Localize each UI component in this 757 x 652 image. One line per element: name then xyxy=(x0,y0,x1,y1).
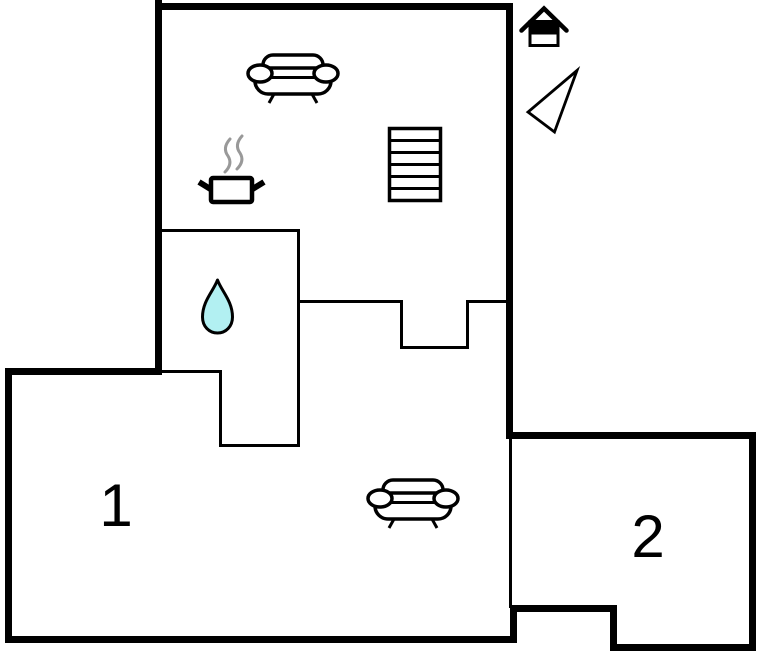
pot-body xyxy=(208,175,255,205)
cooking-pot-icon xyxy=(197,134,266,205)
wall-entry-step-vertical xyxy=(510,605,517,643)
wall-right-main xyxy=(506,3,513,439)
wall-room1-left xyxy=(5,368,12,643)
wall-room2-left-thin xyxy=(509,439,512,608)
room-1-label: 1 xyxy=(99,472,132,539)
north-arrow-icon xyxy=(525,66,581,135)
wall-kitchen-step-horizontal xyxy=(162,370,222,373)
wall-top xyxy=(155,3,513,10)
house-roof xyxy=(519,5,569,33)
steam-line-left xyxy=(223,137,232,174)
wall-entry-notch-top xyxy=(510,605,617,612)
house-icon xyxy=(519,5,569,47)
wall-kitchen-step-vertical xyxy=(219,370,222,447)
wall-room2-bottom xyxy=(610,644,756,651)
wall-kitchen-top xyxy=(162,229,300,232)
sofa-icon xyxy=(246,53,340,105)
walls xyxy=(5,0,756,651)
wall-hall-alcove-left xyxy=(400,300,403,349)
wall-room1-bottom xyxy=(5,636,517,643)
wall-kitchen-right xyxy=(297,229,300,447)
room-2-label: 2 xyxy=(631,503,664,570)
wall-hall-alcove-bottom xyxy=(400,346,469,349)
house-body-band xyxy=(528,20,560,35)
stairs-icon xyxy=(387,126,443,203)
wall-room1-top xyxy=(5,368,162,375)
wall-hall-top-right xyxy=(466,300,506,303)
wall-kitchen-bottom xyxy=(219,444,300,447)
water-drop-icon xyxy=(201,278,234,335)
steam-line-right xyxy=(235,134,244,171)
wall-entry-notch-right xyxy=(610,605,617,651)
stairs-steps xyxy=(389,139,441,190)
wall-left-upper xyxy=(155,0,162,375)
wall-room2-right xyxy=(749,432,756,651)
wall-room2-top xyxy=(506,432,756,439)
wall-hall-top-left xyxy=(297,300,403,303)
wall-hall-alcove-right xyxy=(466,300,469,349)
sofa-icon xyxy=(366,478,460,530)
